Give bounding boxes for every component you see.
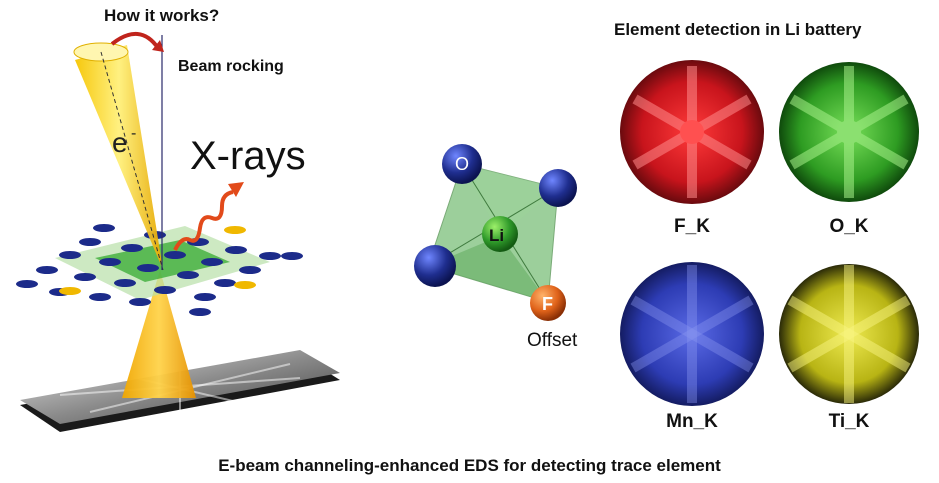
map-ti-k (779, 264, 919, 404)
transmitted-beam (122, 270, 196, 398)
atom-o-label: O (455, 154, 469, 174)
rocking-arrow (110, 32, 160, 50)
map-ti-k-label: Ti_K (828, 411, 870, 432)
atom-f-label: F (542, 294, 553, 314)
electron-label: e (112, 127, 128, 158)
atom-li-label: Li (489, 226, 504, 245)
eds-maps (620, 60, 919, 406)
xrays-label: X-rays (190, 134, 306, 178)
beam-schematic: e - (16, 32, 340, 432)
map-o-k (779, 62, 919, 202)
map-mn-k (620, 262, 764, 406)
xray-wave-arrow (173, 190, 234, 251)
map-mn-k-label: Mn_K (666, 411, 718, 432)
figure-caption: E-beam channeling-enhanced EDS for detec… (218, 456, 721, 475)
element-detection-title: Element detection in Li battery (614, 20, 862, 39)
map-f-k (620, 60, 764, 204)
map-f-k-label: F_K (674, 216, 710, 237)
how-it-works-title: How it works? (104, 6, 220, 25)
offset-label: Offset (527, 330, 578, 351)
atom-o-top-right (539, 169, 577, 207)
beam-rocking-label: Beam rocking (178, 58, 284, 75)
electron-superscript: - (131, 125, 136, 142)
atom-f (530, 285, 566, 321)
atom-o-top-left (442, 144, 482, 184)
atom-o-left (414, 245, 456, 287)
lif-octahedron: O Li F (414, 144, 577, 321)
atom-li (482, 216, 518, 252)
incident-beam (75, 45, 163, 270)
map-o-k-label: O_K (829, 216, 869, 237)
